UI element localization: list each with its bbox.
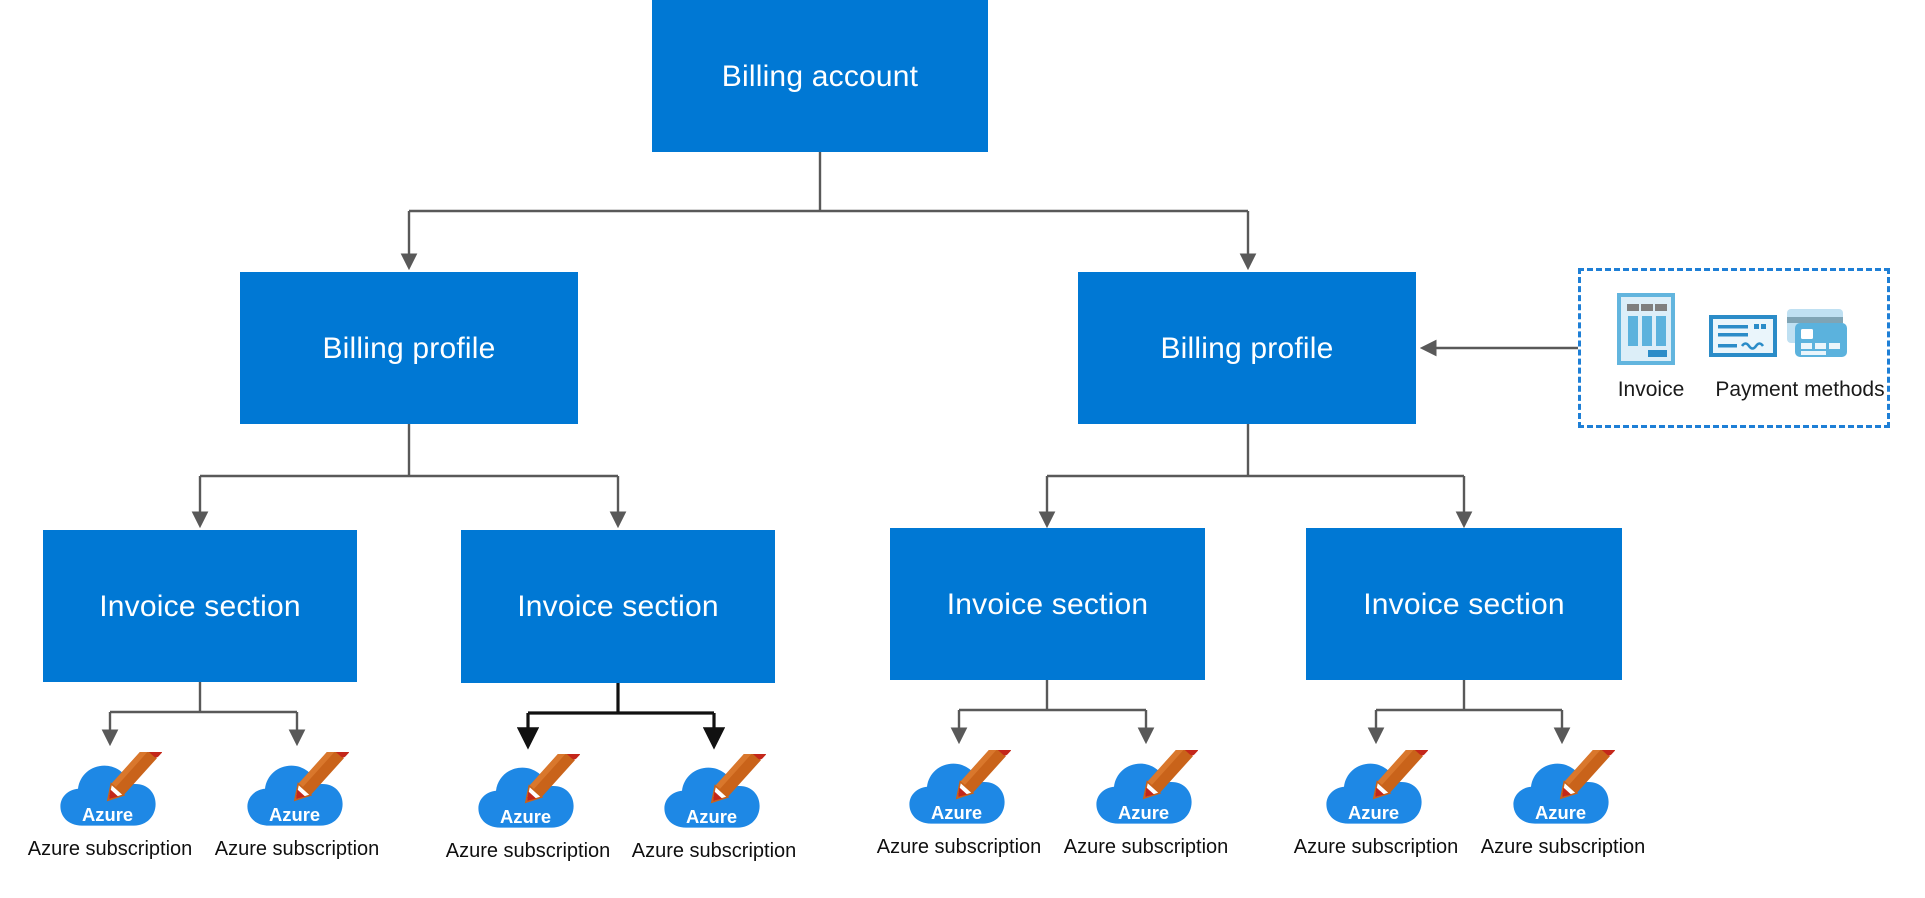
subscription-7-caption: Azure subscription [1293, 836, 1459, 858]
invoice-icon [1617, 293, 1675, 370]
subscription-5[interactable]: Azure Azure subscription [859, 750, 1059, 859]
subscription-4-caption: Azure subscription [631, 840, 797, 862]
subscription-3[interactable]: Azure Azure subscription [428, 754, 628, 863]
invoice-label: Invoice [1617, 378, 1685, 401]
billing-profile-2-label: Billing profile [1160, 331, 1334, 365]
svg-text:Azure: Azure [82, 804, 133, 825]
node-invoice-section-1[interactable]: Invoice section [43, 530, 357, 682]
azure-subscription-icon: Azure [1324, 750, 1428, 830]
subscription-8[interactable]: Azure Azure subscription [1463, 750, 1663, 859]
payment-panel: Invoice Payment methods [1578, 268, 1890, 428]
azure-subscription-icon: Azure [662, 754, 766, 834]
invoice-section-4-label: Invoice section [1363, 587, 1565, 621]
subscription-4[interactable]: Azure Azure subscription [614, 754, 814, 863]
invoice-section-3-label: Invoice section [946, 587, 1149, 621]
subscription-2-caption: Azure subscription [214, 838, 380, 860]
node-invoice-section-4[interactable]: Invoice section [1306, 528, 1622, 680]
billing-account-label: Billing account [721, 59, 919, 93]
azure-subscription-icon: Azure [1511, 750, 1615, 830]
svg-text:Azure: Azure [1348, 802, 1399, 823]
azure-subscription-icon: Azure [245, 752, 349, 832]
subscription-3-caption: Azure subscription [445, 840, 611, 862]
subscription-7[interactable]: Azure Azure subscription [1276, 750, 1476, 859]
azure-subscription-icon: Azure [58, 752, 162, 832]
node-billing-account[interactable]: Billing account [652, 0, 988, 152]
node-invoice-section-2[interactable]: Invoice section [461, 530, 775, 683]
svg-text:Azure: Azure [931, 802, 982, 823]
node-billing-profile-2[interactable]: Billing profile [1078, 272, 1416, 424]
subscription-1-caption: Azure subscription [27, 838, 193, 860]
subscription-2[interactable]: Azure Azure subscription [197, 752, 397, 861]
azure-subscription-icon: Azure [476, 754, 580, 834]
svg-text:Azure: Azure [500, 806, 551, 827]
invoice-section-1-label: Invoice section [99, 589, 301, 623]
subscription-6[interactable]: Azure Azure subscription [1046, 750, 1246, 859]
payment-methods-icon [1709, 303, 1849, 370]
node-billing-profile-1[interactable]: Billing profile [240, 272, 578, 424]
svg-text:Azure: Azure [1535, 802, 1586, 823]
azure-subscription-icon: Azure [1094, 750, 1198, 830]
svg-text:Azure: Azure [1118, 802, 1169, 823]
subscription-5-caption: Azure subscription [876, 836, 1042, 858]
billing-profile-1-label: Billing profile [322, 331, 496, 365]
payment-methods-label: Payment methods [1715, 378, 1885, 401]
node-invoice-section-3[interactable]: Invoice section [890, 528, 1205, 680]
svg-text:Azure: Azure [686, 806, 737, 827]
subscription-1[interactable]: Azure Azure subscription [10, 752, 210, 861]
subscription-6-caption: Azure subscription [1063, 836, 1229, 858]
subscription-8-caption: Azure subscription [1480, 836, 1646, 858]
invoice-section-2-label: Invoice section [517, 590, 719, 623]
azure-subscription-icon: Azure [907, 750, 1011, 830]
svg-text:Azure: Azure [269, 804, 320, 825]
